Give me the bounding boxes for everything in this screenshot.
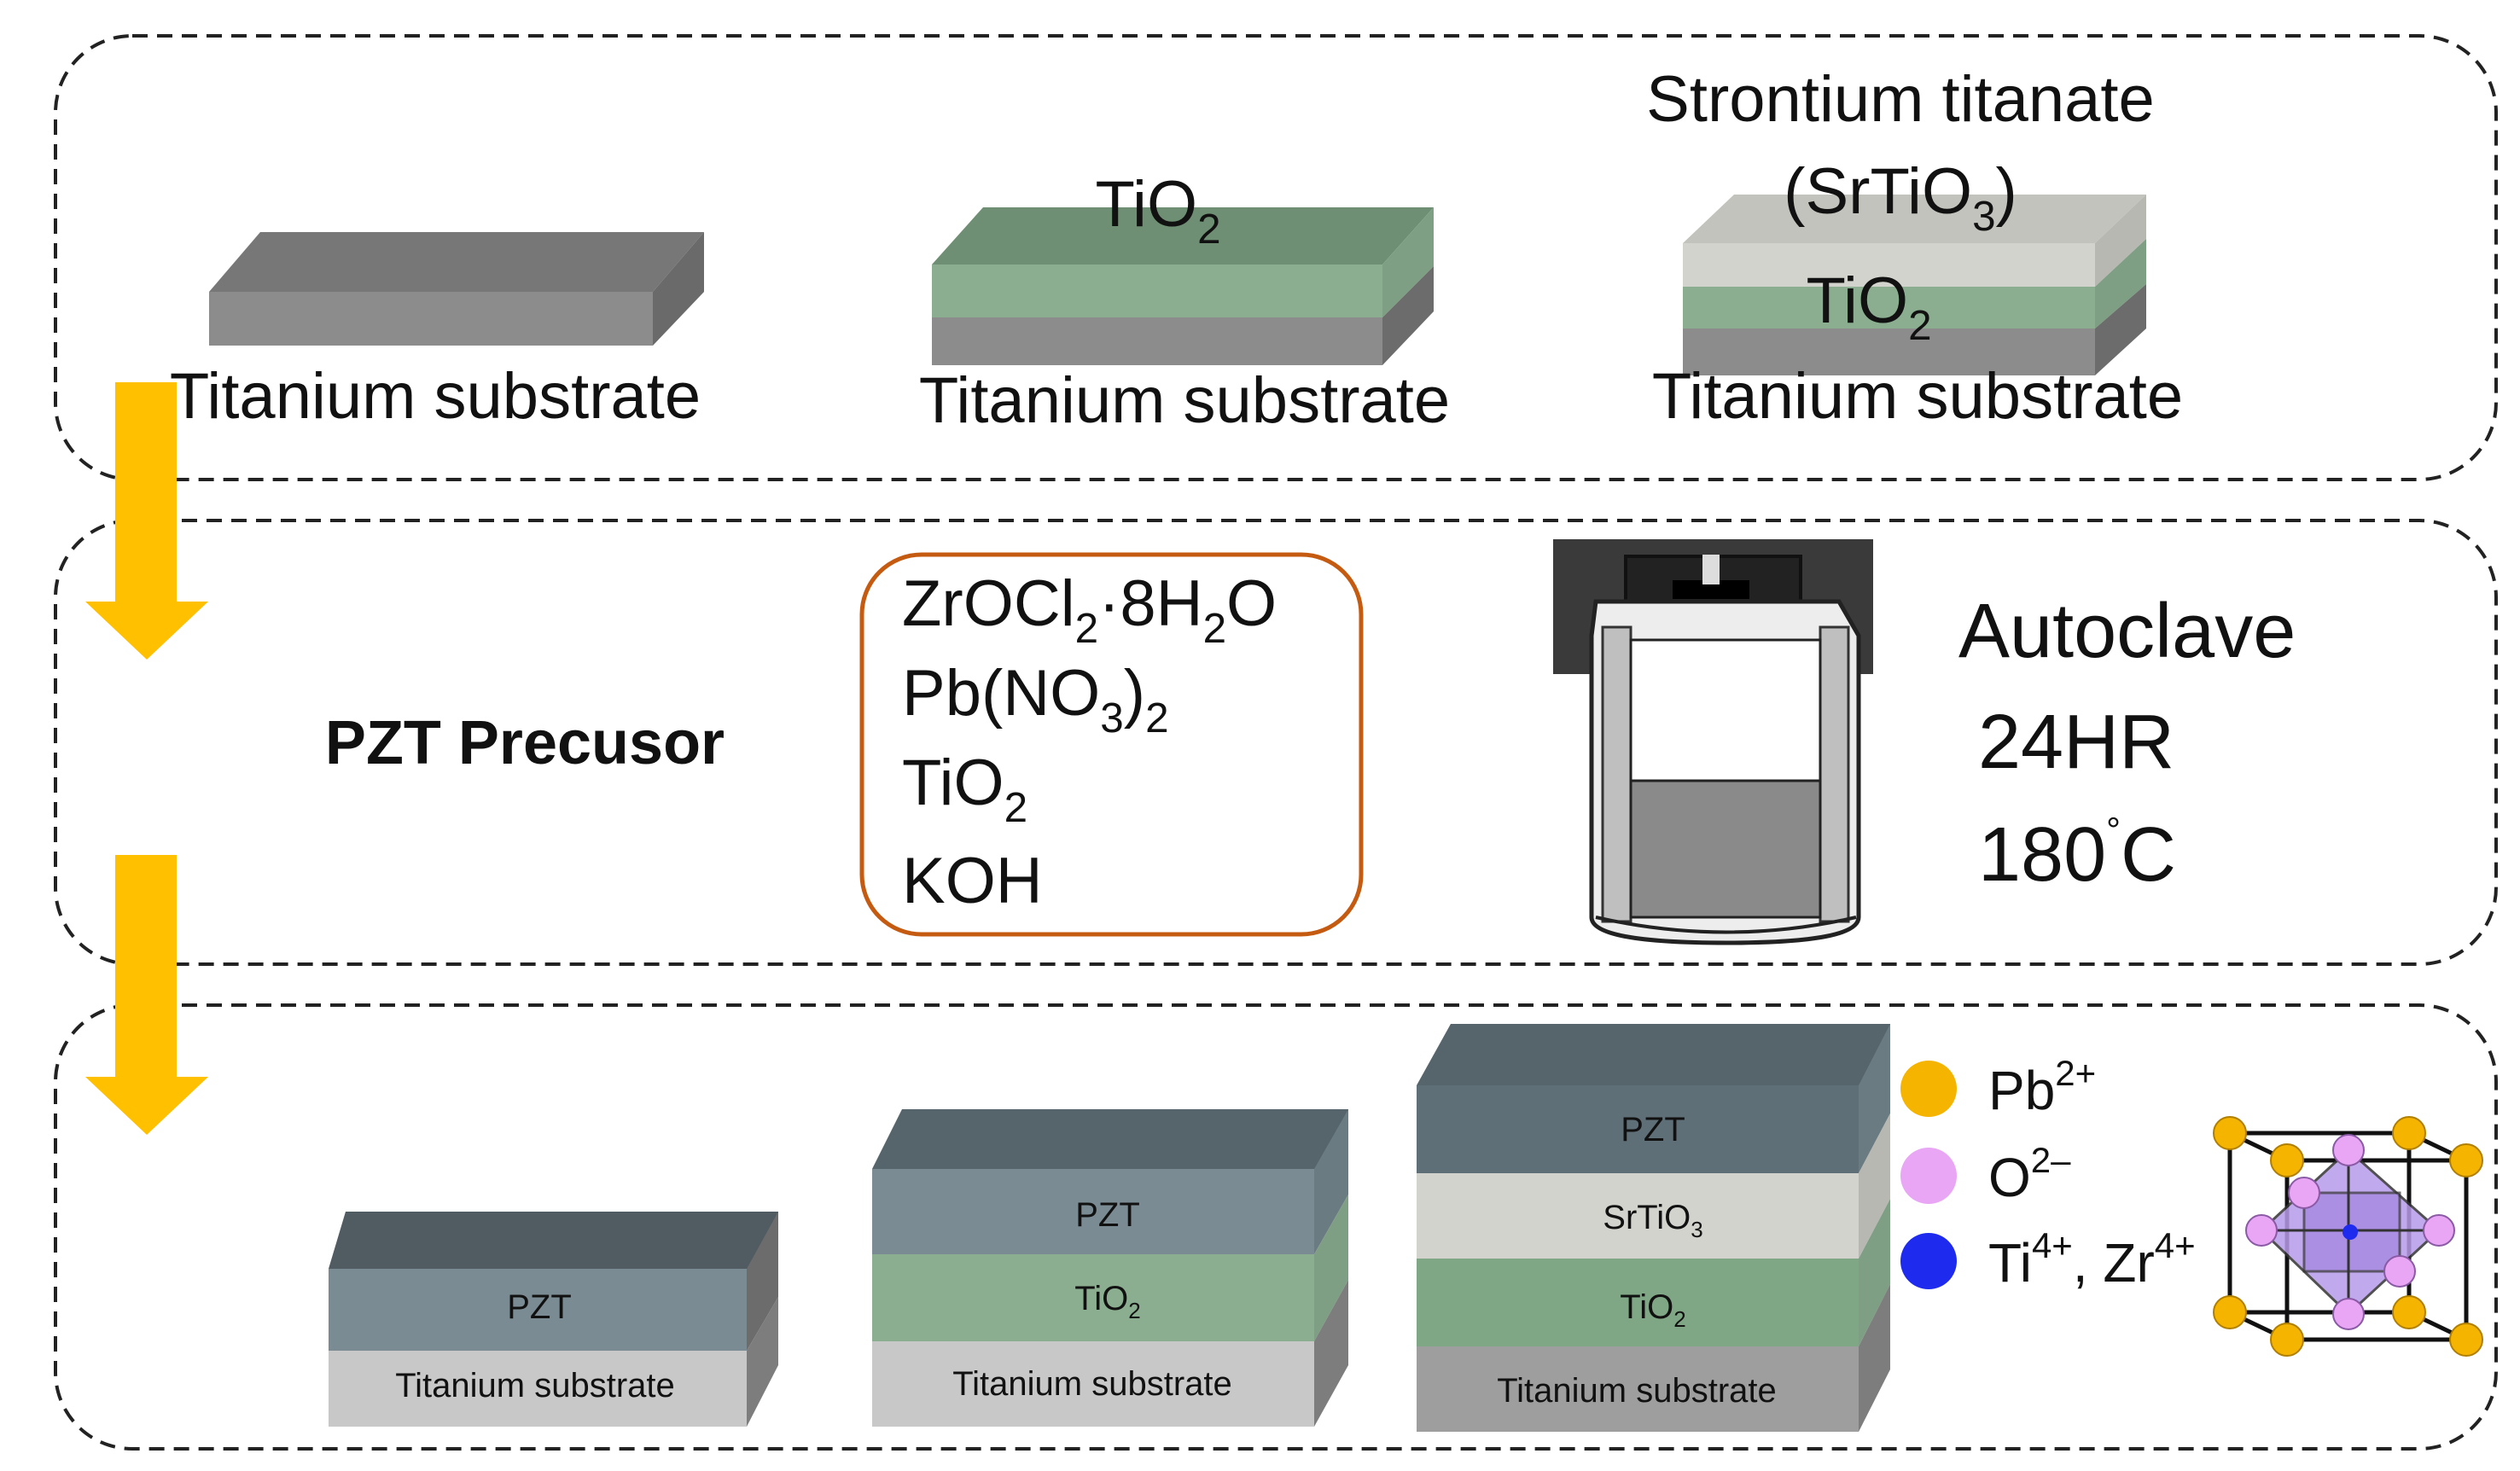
substrate-label-2: Titanium substrate bbox=[919, 364, 1450, 437]
ti-zr-legend-label: Ti4+, Zr4+ bbox=[1988, 1225, 2196, 1294]
pzt-label-1: PZT bbox=[507, 1288, 572, 1326]
precursor-box bbox=[859, 552, 1364, 937]
pb-legend-label: Pb2+ bbox=[1988, 1053, 2096, 1121]
srtio3-name-label: Strontium titanate bbox=[1646, 63, 2155, 136]
srtio3-formula-label: (SrTiO3) bbox=[1784, 155, 2017, 240]
substrate-label-6: Titanium substrate bbox=[1497, 1372, 1777, 1410]
srtio3-tio2-titanium-block bbox=[1683, 195, 2146, 375]
stage3-panel bbox=[54, 1003, 2498, 1451]
pzt-titanium-block bbox=[329, 1212, 778, 1427]
tio2-titanium-block bbox=[932, 207, 1434, 365]
o-legend-label: O2– bbox=[1988, 1140, 2071, 1208]
koh-label: KOH bbox=[902, 845, 1043, 917]
substrate-label-3: Titanium substrate bbox=[1652, 360, 2183, 433]
ti-zr-ion-legend-icon bbox=[1900, 1233, 1957, 1289]
down-arrow-2-icon bbox=[85, 855, 208, 1135]
substrate-label-5: Titanium substrate bbox=[952, 1365, 1232, 1403]
autoclave-label: Autoclave bbox=[1958, 589, 2296, 674]
pb-ion-legend-icon bbox=[1900, 1061, 1957, 1117]
autoclave-icon bbox=[1553, 539, 1873, 945]
pbno3-label: Pb(NO3)2 bbox=[902, 657, 1169, 741]
o-ion-legend-icon bbox=[1900, 1148, 1957, 1204]
duration-label: 24HR bbox=[1978, 700, 2174, 785]
pzt-precursor-label: PZT Precusor bbox=[325, 709, 725, 777]
perovskite-unit-cell-icon bbox=[2213, 1116, 2483, 1357]
tio2-label-3: TiO2 bbox=[1074, 1280, 1140, 1323]
titanium-block bbox=[209, 232, 704, 346]
pzt-srtio3-tio2-titanium-block bbox=[1417, 1024, 1890, 1432]
pzt-label-2: PZT bbox=[1075, 1196, 1140, 1234]
stage2-panel bbox=[54, 519, 2498, 966]
substrate-label-4: Titanium substrate bbox=[395, 1367, 675, 1404]
tio2-label-1: TiO2 bbox=[1095, 168, 1220, 253]
tio2-precursor-label: TiO2 bbox=[902, 747, 1027, 831]
substrate-label-1: Titanium substrate bbox=[170, 360, 701, 433]
down-arrow-1-icon bbox=[85, 382, 208, 660]
tio2-label-2: TiO2 bbox=[1806, 265, 1931, 349]
pzt-label-3: PZT bbox=[1621, 1111, 1685, 1148]
tio2-label-4: TiO2 bbox=[1620, 1288, 1685, 1332]
temperature-label: 180°C bbox=[1978, 810, 2176, 898]
stage1-panel bbox=[54, 34, 2498, 481]
pzt-tio2-titanium-block bbox=[872, 1109, 1348, 1427]
srtio3-label: SrTiO3 bbox=[1603, 1199, 1702, 1242]
zrocl2-label: ZrOCl2·8H2O bbox=[902, 567, 1277, 652]
